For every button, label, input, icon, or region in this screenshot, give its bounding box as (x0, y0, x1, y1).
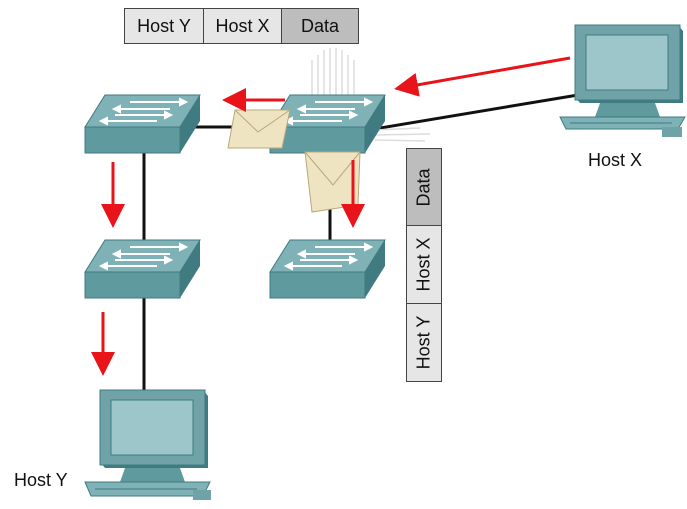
frame-top: Host Y Host X Data (124, 8, 359, 44)
switch-b (269, 94, 386, 154)
flow-arrows (91, 56, 571, 376)
host-x-computer (559, 24, 686, 137)
switch-d (269, 239, 386, 299)
host-y-label: Host Y (14, 470, 68, 490)
switch-c (84, 239, 201, 299)
envelope-left (227, 109, 291, 149)
link-switch-b-hostx (379, 93, 579, 130)
arrow-hostx-to-switch-b (394, 56, 571, 97)
switch-a (84, 94, 201, 154)
host-x-label: Host X (588, 150, 643, 170)
frame-top-field-host-y: Host Y (125, 9, 203, 43)
frame-side-field-host-x: Host X (407, 225, 441, 303)
frame-top-field-data: Data (281, 9, 358, 43)
frame-side-field-data: Data (407, 149, 441, 225)
host-y-computer (84, 389, 211, 500)
frame-side-field-host-y: Host Y (407, 303, 441, 381)
frame-top-field-host-x: Host X (203, 9, 281, 43)
frame-side: Data Host X Host Y (406, 148, 442, 382)
flood-streaks (311, 48, 431, 142)
